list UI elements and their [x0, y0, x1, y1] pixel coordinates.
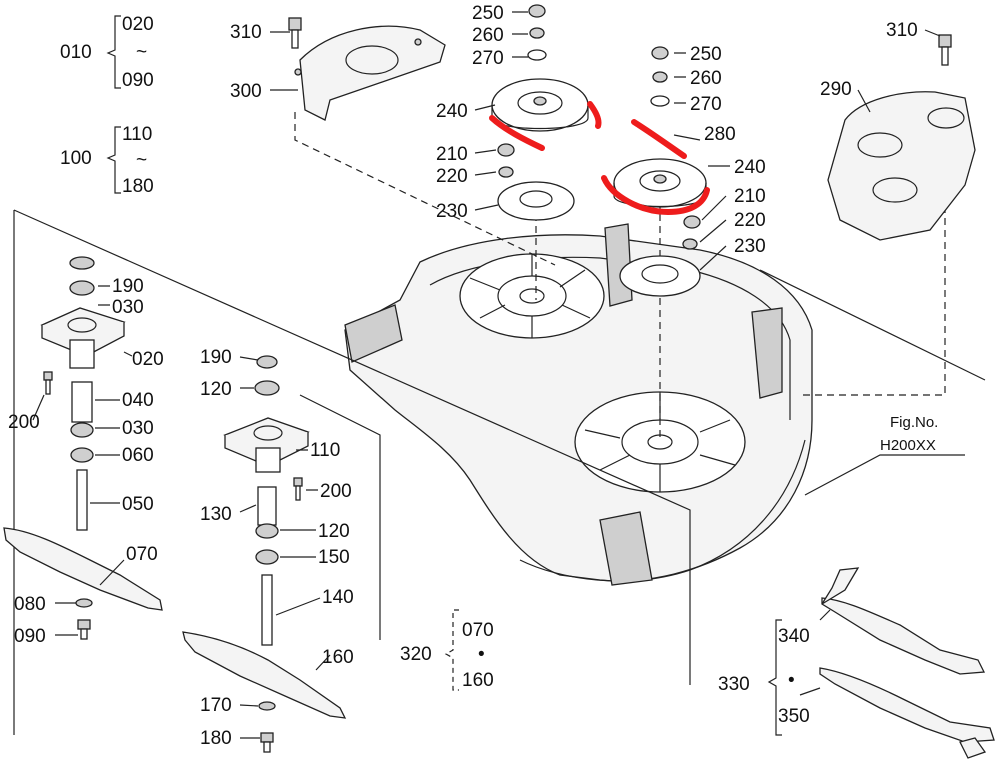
callout-160: 160 [322, 647, 354, 668]
range-010-from: 020 [122, 14, 154, 35]
blade-350 [819, 667, 995, 759]
range-010-id: 010 [60, 42, 92, 63]
callout-280: 280 [704, 124, 736, 145]
callout-350: 350 [778, 706, 810, 727]
range-100-from: 110 [122, 124, 152, 145]
callout-030: 030 [122, 418, 154, 439]
blade-340 [821, 567, 986, 675]
range-010-to: 090 [122, 70, 154, 91]
callout-260: 260 [690, 68, 722, 89]
callout-230: 230 [734, 236, 766, 257]
small-hardware [497, 4, 701, 250]
figure-number: Fig.No. H200XX [880, 414, 938, 454]
belt-cover-right [827, 91, 976, 241]
callout-labels: 190 030 020 040 200 030 060 050 070 080 … [8, 3, 918, 749]
callout-250: 250 [690, 44, 722, 65]
callout-230: 230 [436, 201, 468, 222]
callout-leaders [32, 11, 941, 739]
callout-140: 140 [322, 587, 354, 608]
spindle-assembly-left [3, 256, 163, 640]
callout-340: 340 [778, 626, 810, 647]
callout-190: 190 [200, 347, 232, 368]
belt-280-highlight [489, 101, 710, 216]
callout-020: 020 [132, 349, 164, 370]
callout-060: 060 [122, 445, 154, 466]
bolt-310-left [288, 17, 302, 49]
callout-220: 220 [436, 166, 468, 187]
callout-240: 240 [734, 157, 766, 178]
callout-210: 210 [734, 186, 766, 207]
callout-300: 300 [230, 81, 262, 102]
callout-220: 220 [734, 210, 766, 231]
range-labels: 010 020 ~ 090 100 110 ~ 180 320 070 • 16… [60, 14, 795, 695]
range-320-dot: • [478, 644, 485, 665]
callout-310: 310 [886, 20, 918, 41]
range-100-id: 100 [60, 148, 92, 169]
fig-no-label: Fig.No. [890, 414, 938, 431]
callout-200: 200 [8, 412, 40, 433]
callout-270: 270 [690, 94, 722, 115]
range-330-id: 330 [718, 674, 750, 695]
range-320-id: 320 [400, 644, 432, 665]
spindle-assembly-middle [182, 355, 347, 753]
range-100-to: 180 [122, 176, 154, 197]
leader-lines [13, 112, 986, 735]
callout-120: 120 [318, 521, 350, 542]
callout-120: 120 [200, 379, 232, 400]
callout-260: 260 [472, 25, 504, 46]
flange-230-left [497, 181, 575, 221]
fig-no-code: H200XX [880, 437, 936, 454]
callout-210: 210 [436, 144, 468, 165]
callout-250: 250 [472, 3, 504, 24]
callout-150: 150 [318, 547, 350, 568]
range-330-dot: • [788, 670, 795, 691]
callout-030: 030 [112, 297, 144, 318]
callout-090: 090 [14, 626, 46, 647]
callout-310: 310 [230, 22, 262, 43]
callout-110: 110 [310, 440, 340, 461]
callout-130: 130 [200, 504, 232, 525]
callout-080: 080 [14, 594, 46, 615]
callout-070: 070 [126, 544, 158, 565]
flange-230-right [619, 255, 701, 297]
mower-deck [344, 223, 813, 586]
callout-180: 180 [200, 728, 232, 749]
callout-240: 240 [436, 101, 468, 122]
callout-270: 270 [472, 48, 504, 69]
callout-050: 050 [122, 494, 154, 515]
range-320-to: 160 [462, 670, 494, 691]
callout-290: 290 [820, 79, 852, 100]
callout-170: 170 [200, 695, 232, 716]
range-braces [106, 15, 782, 736]
range-010-tilde: ~ [136, 42, 147, 63]
callout-040: 040 [122, 390, 154, 411]
bolt-310-right [938, 34, 952, 66]
range-320-from: 070 [462, 620, 494, 641]
callout-190: 190 [112, 276, 144, 297]
pulley-240-left [491, 78, 589, 132]
callout-200: 200 [320, 481, 352, 502]
belt-cover-left [294, 25, 446, 121]
range-100-tilde: ~ [136, 150, 147, 171]
